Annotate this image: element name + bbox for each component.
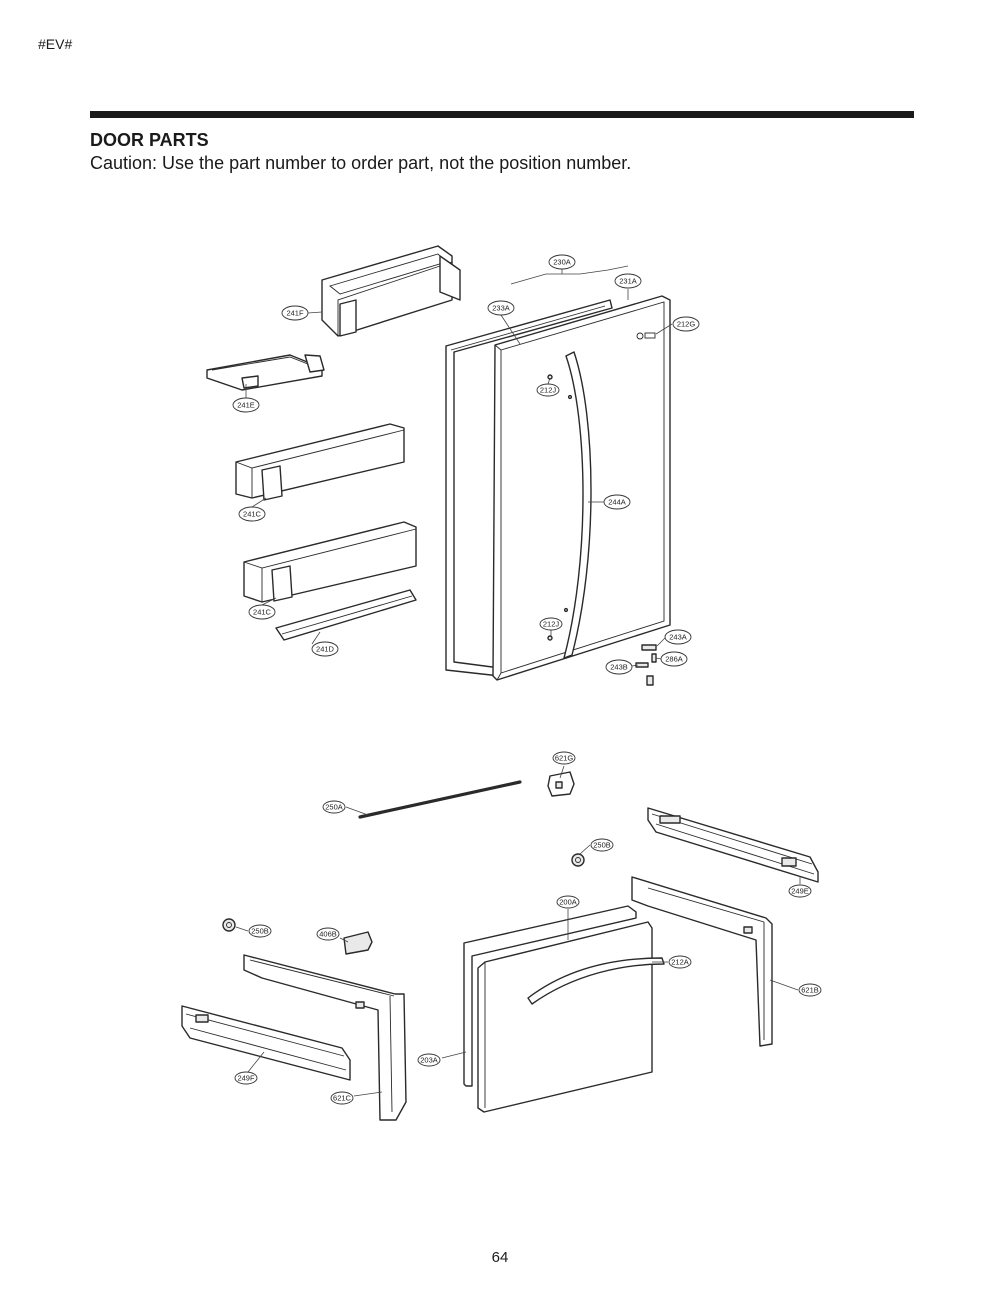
section-title: DOOR PARTS: [90, 130, 209, 150]
callout-250B-left: 250B: [248, 924, 272, 938]
callout-250A: 250A: [322, 800, 346, 814]
callout-249E: 249E: [788, 884, 812, 898]
drawer-gasket: [463, 905, 637, 1087]
lower-leader-lines: [235, 765, 801, 1097]
upper-leader-lines: [245, 289, 673, 667]
caution-note: Caution: Use the part number to order pa…: [90, 153, 632, 173]
callout-241C-lower: 241C: [248, 604, 276, 620]
callout-212J-top: 212J: [536, 383, 560, 397]
svg-text:241C: 241C: [253, 608, 272, 617]
door-handle: [563, 351, 592, 659]
callout-406B: 406B: [316, 927, 340, 941]
svg-text:230A: 230A: [553, 258, 571, 267]
callout-621G: 621G: [552, 751, 576, 765]
callout-212J-bottom: 212J: [539, 617, 563, 631]
callout-250B-right: 250B: [590, 838, 614, 852]
door-bin-241C-lower: [243, 521, 417, 603]
bracket-621G: [547, 771, 575, 797]
header-rule: [90, 111, 914, 118]
door-bin-241C-upper: [235, 423, 405, 501]
callout-244A: 244A: [603, 494, 631, 510]
rail-bracket-621B: [631, 876, 773, 1047]
svg-text:621G: 621G: [555, 754, 574, 763]
door-gasket: [445, 299, 613, 677]
rail-249E: [647, 807, 819, 883]
door-logo: [636, 332, 656, 340]
svg-text:212A: 212A: [671, 958, 689, 967]
callout-241F: 241F: [281, 305, 309, 321]
svg-text:243B: 243B: [610, 663, 628, 672]
svg-text:243A: 243A: [669, 633, 687, 642]
page-number: 64: [491, 1249, 509, 1266]
door-bar-241D: [275, 589, 417, 641]
svg-text:241D: 241D: [316, 645, 335, 654]
document-tag: #EV#: [38, 36, 73, 52]
svg-text:249F: 249F: [237, 1074, 255, 1083]
clip-406B: [343, 931, 373, 955]
callout-241D: 241D: [311, 641, 339, 657]
callout-621B: 621B: [798, 983, 822, 997]
callout-243A: 243A: [664, 629, 692, 645]
drawer-front: [477, 921, 653, 1113]
rail-249F: [181, 1005, 351, 1081]
roller-250B-right: [571, 853, 585, 867]
callout-203A: 203A: [417, 1053, 441, 1067]
callout-212G: 212G: [672, 316, 700, 332]
svg-text:621B: 621B: [801, 986, 819, 995]
svg-text:212J: 212J: [543, 620, 560, 629]
callout-200A: 200A: [556, 895, 580, 909]
svg-text:212G: 212G: [677, 320, 696, 329]
drawer-rod-250A: [358, 780, 522, 819]
svg-text:621C: 621C: [333, 1094, 352, 1103]
svg-text:203A: 203A: [420, 1056, 438, 1065]
svg-text:250A: 250A: [325, 803, 343, 812]
svg-text:250B: 250B: [593, 841, 611, 850]
callout-249F: 249F: [234, 1071, 258, 1085]
door-assembly: [492, 295, 671, 681]
callout-243B: 243B: [605, 659, 633, 675]
svg-text:241F: 241F: [286, 309, 304, 318]
callout-241E: 241E: [232, 397, 260, 413]
svg-text:200A: 200A: [559, 898, 577, 907]
group-bracket-230A: [510, 265, 629, 285]
callout-231A: 231A: [614, 273, 642, 289]
callout-621C: 621C: [330, 1091, 354, 1105]
callout-286A: 286A: [660, 651, 688, 667]
svg-text:250B: 250B: [251, 927, 269, 936]
svg-text:286A: 286A: [665, 655, 683, 664]
svg-text:233A: 233A: [492, 304, 510, 313]
door-bin-241F: [321, 245, 461, 337]
door-tray-241E: [206, 354, 325, 391]
rail-bracket-621C: [243, 954, 407, 1121]
callout-233A: 233A: [487, 300, 515, 316]
roller-250B-left: [222, 918, 236, 932]
door-screws-and-hinge-hardware: [547, 374, 657, 686]
svg-text:241C: 241C: [243, 510, 262, 519]
svg-text:244A: 244A: [608, 498, 626, 507]
svg-text:241E: 241E: [237, 401, 255, 410]
callout-230A: 230A: [548, 254, 576, 270]
callout-241C-upper: 241C: [238, 506, 266, 522]
svg-text:212J: 212J: [540, 386, 557, 395]
svg-text:406B: 406B: [319, 930, 337, 939]
callout-212A: 212A: [668, 955, 692, 969]
svg-text:249E: 249E: [791, 887, 809, 896]
drawer-handle: [527, 957, 665, 1005]
svg-text:231A: 231A: [619, 277, 637, 286]
